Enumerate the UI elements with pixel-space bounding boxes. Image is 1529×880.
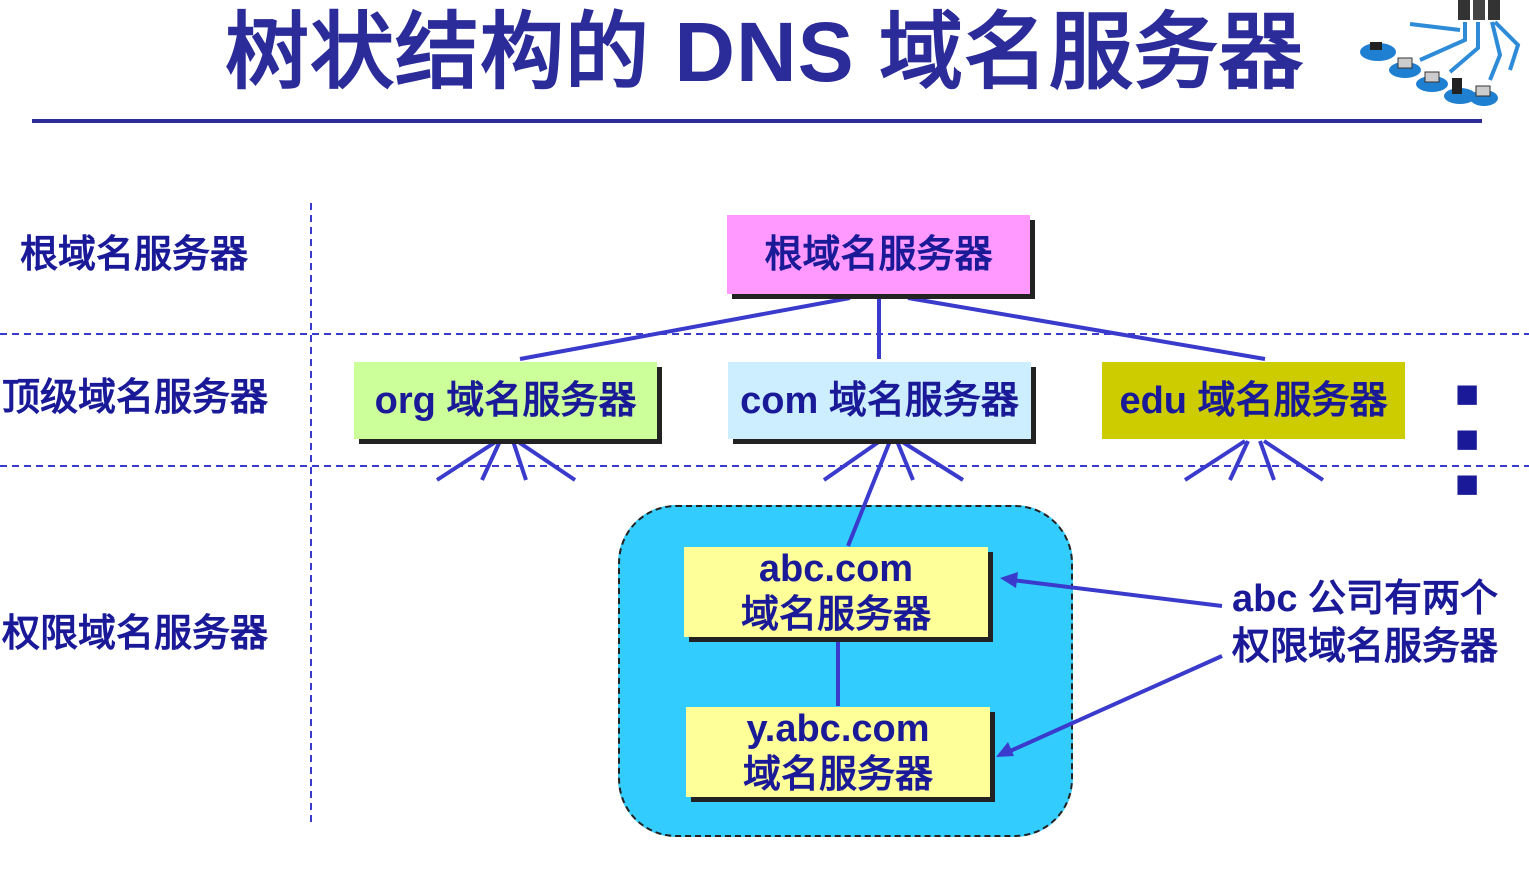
abc-server-node: abc.com 域名服务器 bbox=[684, 547, 988, 637]
yabc-server-sub: 域名服务器 bbox=[742, 754, 933, 796]
callout-text: abc 公司有两个 权限域名服务器 bbox=[1232, 575, 1498, 671]
level-label-auth: 权限域名服务器 bbox=[2, 613, 269, 655]
level-label-top: 顶级域名服务器 bbox=[2, 377, 269, 419]
network-servers-icon bbox=[1360, 0, 1521, 106]
org-server-label: org 域名服务器 bbox=[374, 379, 637, 422]
com-server-node: com 域名服务器 bbox=[728, 362, 1031, 439]
abc-server-name: abc.com bbox=[758, 548, 914, 590]
org-server-node: org 域名服务器 bbox=[354, 362, 657, 439]
edu-server-label: edu 域名服务器 bbox=[1119, 379, 1388, 422]
com-server-label: com 域名服务器 bbox=[740, 379, 1019, 422]
callout-line-1: abc 公司有两个 bbox=[1232, 578, 1499, 620]
yabc-server-name: y.abc.com bbox=[746, 708, 930, 750]
abc-server-sub: 域名服务器 bbox=[740, 594, 931, 636]
title-divider bbox=[32, 119, 1482, 123]
level-label-root: 根域名服务器 bbox=[20, 234, 249, 276]
yabc-server-node: y.abc.com 域名服务器 bbox=[686, 707, 990, 797]
page-title: 树状结构的 DNS 域名服务器 bbox=[224, 5, 1305, 99]
root-server-node: 根域名服务器 bbox=[727, 215, 1030, 294]
more-tld-ellipsis: ■ ■ ■ bbox=[1455, 372, 1486, 506]
edu-server-node: edu 域名服务器 bbox=[1102, 362, 1405, 439]
callout-line-2: 权限域名服务器 bbox=[1232, 626, 1499, 668]
root-server-label: 根域名服务器 bbox=[764, 233, 993, 276]
